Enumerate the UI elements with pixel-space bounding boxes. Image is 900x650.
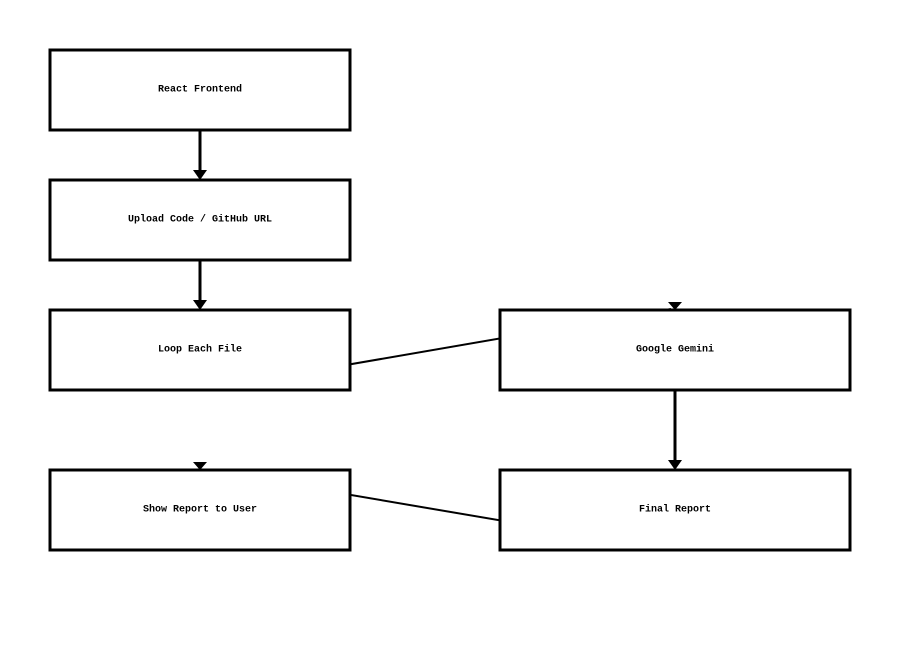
node-loop-each-file-label: Loop Each File [158, 344, 242, 356]
node-google-gemini-box [498, 308, 852, 392]
node-react-frontend: React Frontend [48, 48, 352, 132]
node-show-report: Show Report to User [48, 468, 352, 552]
node-show-report-box [48, 468, 352, 552]
node-upload-code: Upload Code / GitHub URL [48, 178, 352, 262]
arrowhead-loop-to-gemini [668, 302, 682, 310]
arrowhead-gemini-to-final [668, 460, 682, 470]
node-final-report: Final Report [498, 468, 852, 552]
node-final-report-label: Final Report [639, 504, 711, 516]
node-final-report-box [498, 468, 852, 552]
node-upload-code-label: Upload Code / GitHub URL [128, 214, 272, 226]
node-google-gemini-label: Google Gemini [636, 344, 714, 356]
arrowhead-final-to-show [193, 462, 207, 470]
node-react-frontend-box [48, 48, 352, 132]
arrowhead-react-to-upload [193, 170, 207, 180]
node-google-gemini: Google Gemini [498, 308, 852, 392]
node-show-report-label: Show Report to User [143, 504, 257, 516]
edge-arrowheads [193, 170, 682, 470]
arrowhead-upload-to-loop [193, 300, 207, 310]
node-upload-code-box [48, 178, 352, 262]
node-react-frontend-label: React Frontend [158, 84, 242, 96]
flowchart-nodes: React Frontend Upload Code / GitHub URL … [48, 48, 852, 552]
node-loop-each-file: Loop Each File [48, 308, 352, 392]
node-loop-each-file-box [48, 308, 352, 392]
